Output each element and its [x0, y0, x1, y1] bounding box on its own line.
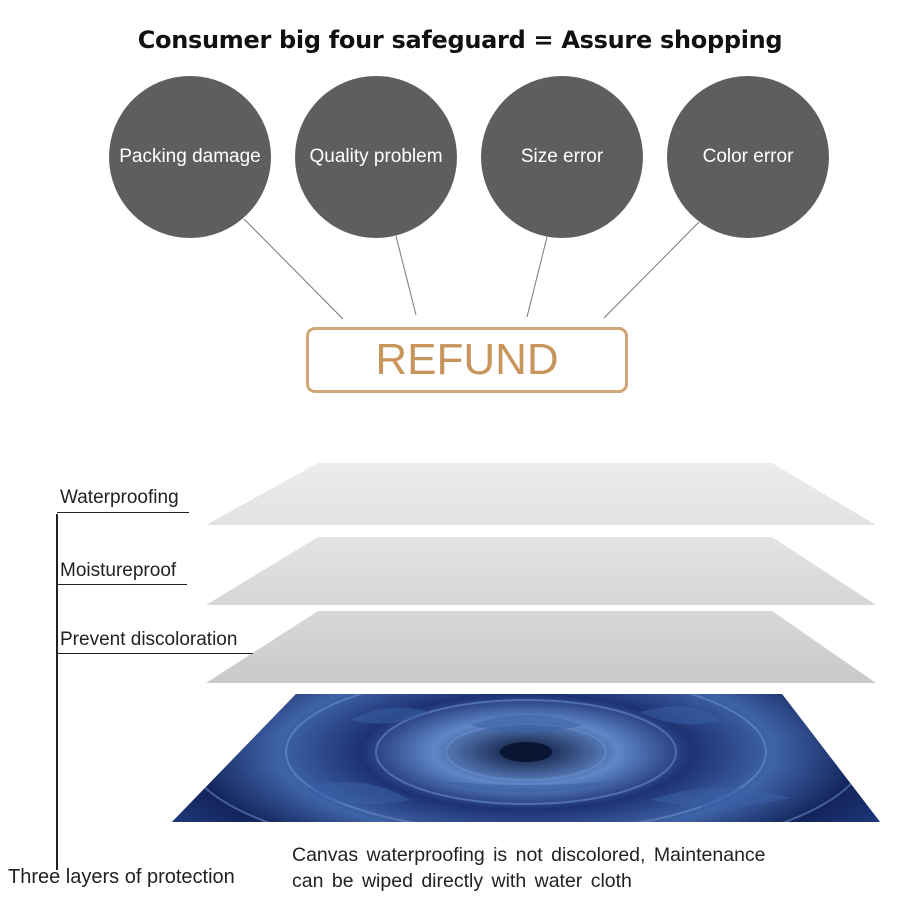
safeguard-circle-quality-problem: Quality problem	[295, 76, 457, 238]
layer-label-prevent-discoloration: Prevent discoloration	[60, 629, 238, 650]
canvas-description: Canvas waterproofing is not discolored, …	[292, 842, 812, 894]
connector-line	[395, 235, 417, 316]
description-line: Canvas waterproofing is not discolored, …	[292, 844, 766, 866]
page-title: Consumer big four safeguard = Assure sho…	[137, 26, 783, 54]
description-line: can be wiped directly with water cloth	[292, 870, 632, 892]
layer-label-moistureproof: Moistureproof	[60, 560, 177, 581]
protection-label: Three layers of protection	[8, 866, 235, 888]
layer-underline	[57, 653, 253, 654]
moistureproof-layer	[206, 537, 876, 605]
layer-underline	[57, 584, 187, 585]
safeguard-circle-packing-damage: Packing damage	[109, 76, 271, 238]
safeguard-label: Packing damage	[119, 146, 261, 167]
safeguard-label: Color error	[702, 146, 794, 167]
connector-line	[603, 221, 700, 319]
safeguard-label: Quality problem	[309, 146, 443, 167]
connector-line	[526, 236, 548, 318]
layer-label-waterproofing: Waterproofing	[60, 487, 179, 508]
connector-line	[243, 218, 344, 320]
canvas-print	[172, 694, 880, 822]
safeguard-circle-color-error: Color error	[667, 76, 829, 238]
refund-box: REFUND	[306, 327, 628, 393]
waterproof-layer	[206, 463, 876, 525]
layers-bracket	[56, 514, 58, 870]
layer-underline	[57, 512, 189, 513]
connector-lines	[243, 218, 700, 320]
safeguard-label: Size error	[520, 146, 604, 167]
refund-label: REFUND	[375, 335, 559, 384]
safeguard-circle-size-error: Size error	[481, 76, 643, 238]
discoloration-layer	[206, 611, 876, 683]
